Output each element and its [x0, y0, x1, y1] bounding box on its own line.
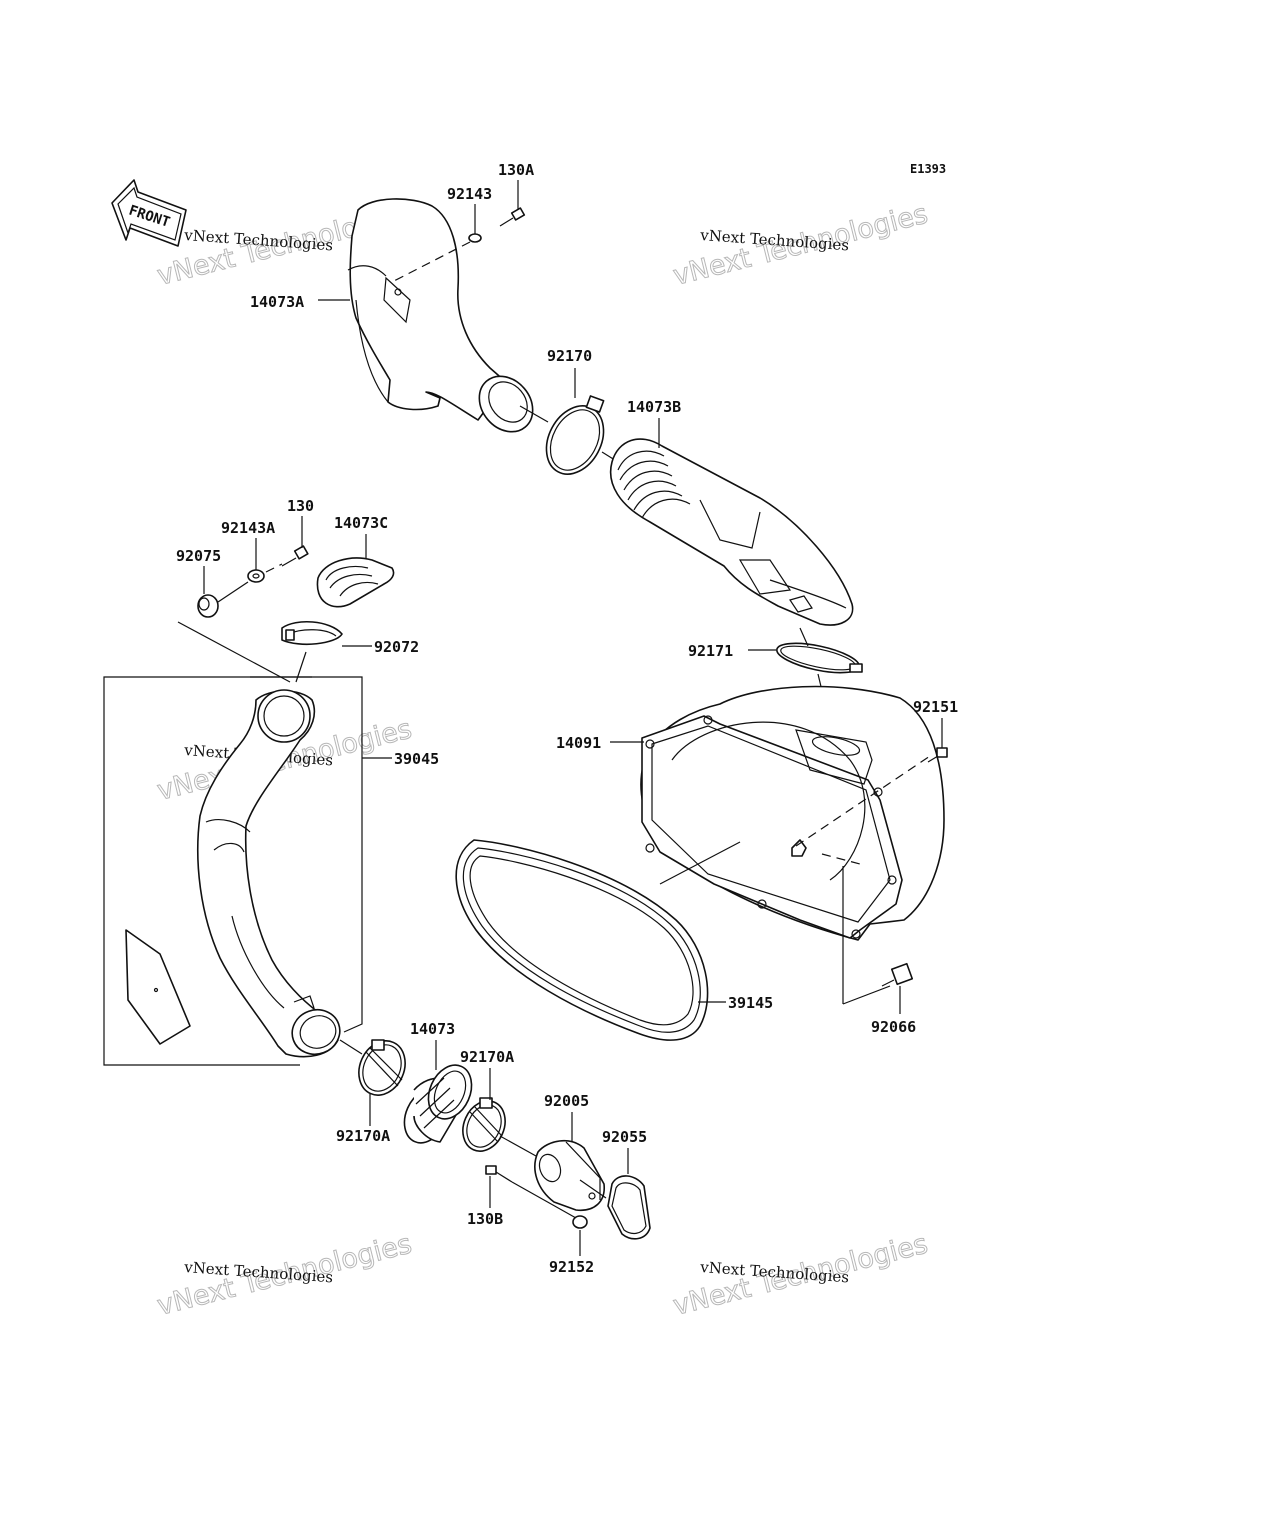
bolt-130B-icon	[485, 1165, 513, 1183]
part-label-92170: 92170	[547, 347, 592, 365]
dash-line-130	[265, 563, 283, 573]
washer-92143-icon	[468, 233, 482, 243]
part-label-130: 130	[287, 497, 314, 515]
connector-92075	[217, 581, 249, 603]
converter-cover-14091	[640, 685, 945, 941]
part-label-92143: 92143	[447, 185, 492, 203]
connector-92005-to-92055	[579, 1179, 607, 1199]
part-label-92170A-bottom: 92170A	[336, 1127, 390, 1145]
insulator-plate-icon	[125, 929, 191, 1045]
connector-92170A-to-92005	[499, 1135, 537, 1157]
duct-39045	[196, 689, 341, 1058]
part-label-92170A-top: 92170A	[460, 1048, 514, 1066]
clamp-92170A-left-icon	[358, 1039, 406, 1096]
part-label-14073B: 14073B	[627, 398, 681, 416]
washer-92143A-icon	[247, 569, 265, 583]
dash-line-92151	[795, 755, 931, 847]
part-label-92066: 92066	[871, 1018, 916, 1036]
connector-92171-top	[799, 627, 809, 647]
intake-duct-14073A	[347, 198, 534, 433]
clamp-92072-icon	[281, 620, 343, 646]
part-label-92005: 92005	[544, 1092, 589, 1110]
connector-92075-to-39045	[177, 621, 291, 683]
bolt-130A-icon	[499, 207, 526, 227]
connector-92066	[842, 985, 891, 1005]
sensor-92066-icon	[881, 962, 914, 987]
part-label-14073C: 14073C	[334, 514, 388, 532]
watermark-top-right: vNext Technologies vNext Technologies	[670, 198, 932, 292]
watermark-bottom-right: vNext Technologies vNext Technologies	[670, 1228, 932, 1322]
part-label-39145: 39145	[728, 994, 773, 1012]
watermark-bottom-left: vNext Technologies vNext Technologies	[154, 1228, 416, 1322]
part-label-92143A: 92143A	[221, 519, 275, 537]
part-label-92075: 92075	[176, 547, 221, 565]
gasket-92055-icon	[607, 1175, 651, 1240]
part-label-92072: 92072	[374, 638, 419, 656]
drive-belt-39145-icon	[455, 839, 709, 1041]
bracket-box-39045	[103, 676, 312, 1066]
grommet-92075-icon	[197, 594, 219, 618]
part-label-130B: 130B	[467, 1210, 503, 1228]
dash-line-92066	[821, 853, 861, 865]
part-label-92151: 92151	[913, 698, 958, 716]
duct-cover-92005-icon	[534, 1140, 605, 1211]
clamp-92170A-right-icon	[462, 1097, 506, 1152]
bolt-130-icon	[281, 545, 309, 567]
diagram-code: E1393	[910, 162, 946, 176]
bracket-box-39045-right	[250, 676, 363, 1033]
connector-39045-to-92170A	[339, 1039, 363, 1055]
part-label-14073A: 14073A	[250, 293, 304, 311]
sleeve-14073-icon	[403, 1064, 473, 1144]
part-label-39045: 39045	[394, 750, 439, 768]
connector-92170-left	[519, 405, 549, 423]
part-label-92171: 92171	[688, 642, 733, 660]
part-label-14091: 14091	[556, 734, 601, 752]
part-label-130A: 130A	[498, 161, 534, 179]
part-label-14073: 14073	[410, 1020, 455, 1038]
collar-92152-icon	[572, 1215, 588, 1229]
connector-130B-to-92152	[511, 1181, 577, 1219]
connector-14091-to-39145	[659, 841, 741, 885]
front-arrow-icon: FRONT	[111, 179, 187, 247]
clamp-92170-icon	[545, 395, 605, 475]
part-label-92152: 92152	[549, 1258, 594, 1276]
clamp-92171-icon	[776, 642, 863, 674]
duct-14073B	[609, 438, 854, 626]
cover-14073C-icon	[316, 557, 395, 608]
part-label-92055: 92055	[602, 1128, 647, 1146]
